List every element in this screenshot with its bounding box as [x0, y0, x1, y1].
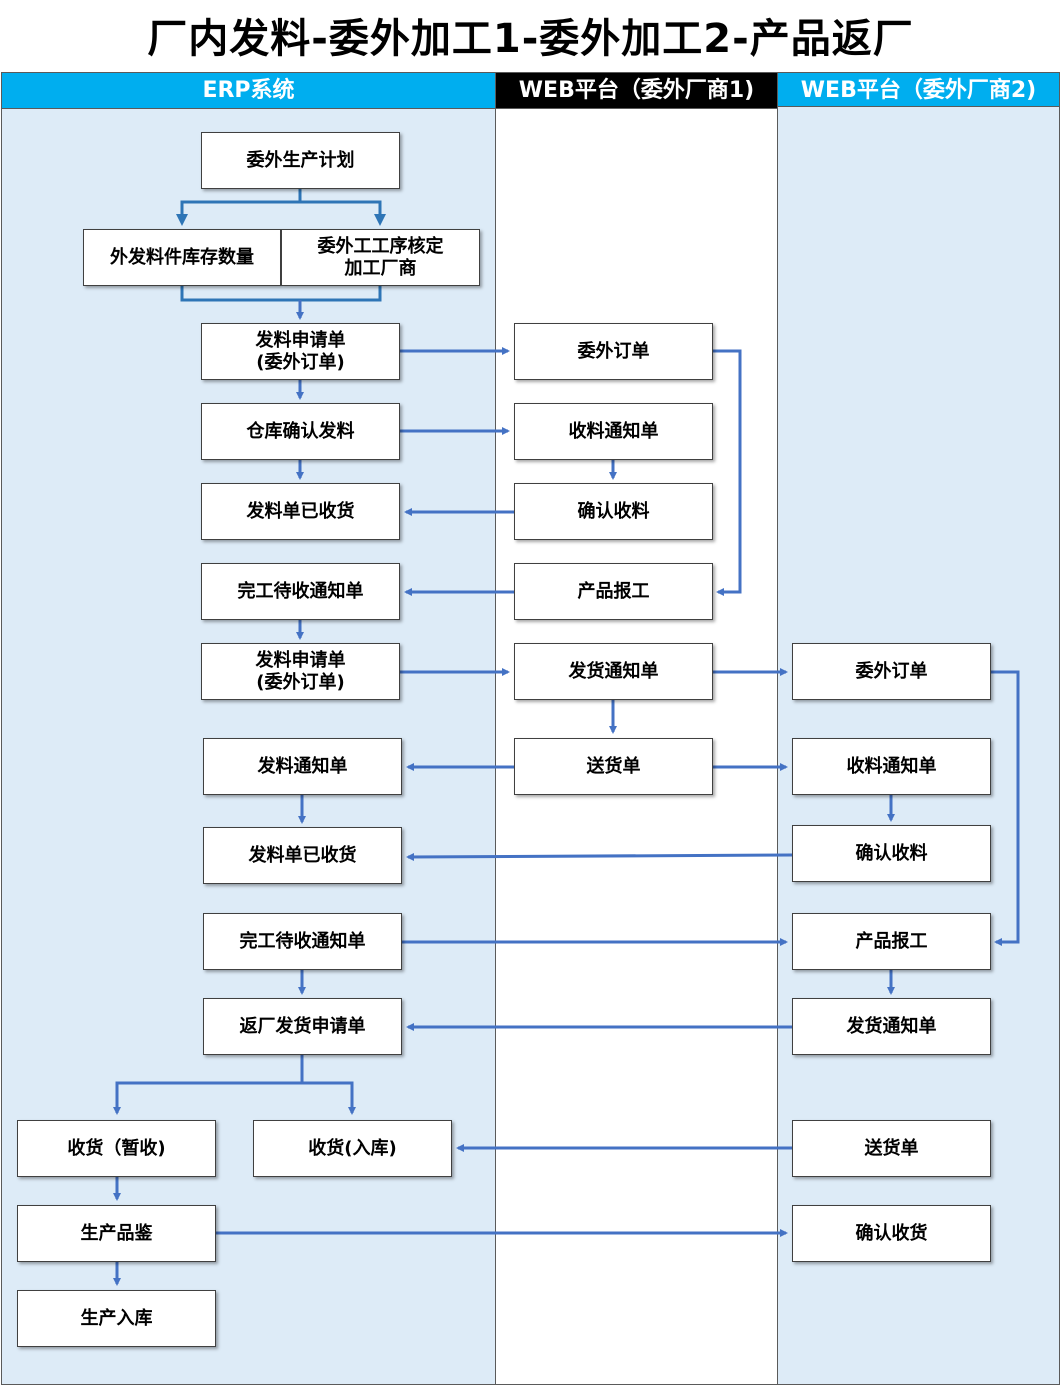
node-erp-plan: 委外生产计划	[201, 132, 400, 189]
lane-header-web1: WEB平台（委外厂商1)	[495, 72, 778, 109]
node-web2-ship-notice: 发货通知单	[792, 998, 991, 1055]
node-web1-delivery: 送货单	[514, 738, 713, 795]
arrow-plan-to-vendor	[300, 200, 386, 226]
node-erp-issue-req-1: 发料申请单 (委外订单)	[201, 323, 400, 380]
node-web2-report: 产品报工	[792, 913, 991, 970]
node-erp-issue-notice: 发料通知单	[203, 738, 402, 795]
node-erp-inspection: 生产品鉴	[17, 1205, 216, 1262]
node-web1-order: 委外订单	[514, 323, 713, 380]
lane-header-erp: ERP系统	[1, 72, 496, 109]
lane-web1	[495, 72, 778, 1385]
arrow-plan-to-stock	[176, 189, 302, 226]
lane-header-web2: WEB平台（委外厂商2)	[777, 72, 1060, 107]
node-web2-confirm-goods: 确认收货	[792, 1205, 991, 1262]
node-erp-receive-stock: 收货(入库)	[253, 1120, 452, 1177]
node-erp-issued-received-1: 发料单已收货	[201, 483, 400, 540]
arrow-merge	[180, 286, 382, 302]
node-web1-report: 产品报工	[514, 563, 713, 620]
page-title: 厂内发料-委外加工1-委外加工2-产品返厂	[147, 16, 914, 62]
node-erp-stock-qty: 外发料件库存数量	[83, 229, 281, 286]
node-erp-completion-notice-2: 完工待收通知单	[203, 913, 402, 970]
node-web2-receipt-notice: 收料通知单	[792, 738, 991, 795]
node-erp-completion-notice-1: 完工待收通知单	[201, 563, 400, 620]
node-web2-confirm-receipt: 确认收料	[792, 825, 991, 882]
node-erp-return-req: 返厂发货申请单	[203, 998, 402, 1055]
node-erp-process-vendor: 委外工工序核定 加工厂商	[281, 229, 480, 286]
node-erp-wh-confirm: 仓库确认发料	[201, 403, 400, 460]
node-web1-confirm-receipt: 确认收料	[514, 483, 713, 540]
node-web1-receipt-notice: 收料通知单	[514, 403, 713, 460]
node-web2-delivery: 送货单	[792, 1120, 991, 1177]
node-web2-order: 委外订单	[792, 643, 991, 700]
node-erp-production-stock: 生产入库	[17, 1290, 216, 1347]
node-erp-issue-req-2: 发料申请单 (委外订单)	[201, 643, 400, 700]
node-erp-receive-temp: 收货（暂收)	[17, 1120, 216, 1177]
node-erp-issued-received-2: 发料单已收货	[203, 827, 402, 884]
node-web1-ship-notice: 发货通知单	[514, 643, 713, 700]
